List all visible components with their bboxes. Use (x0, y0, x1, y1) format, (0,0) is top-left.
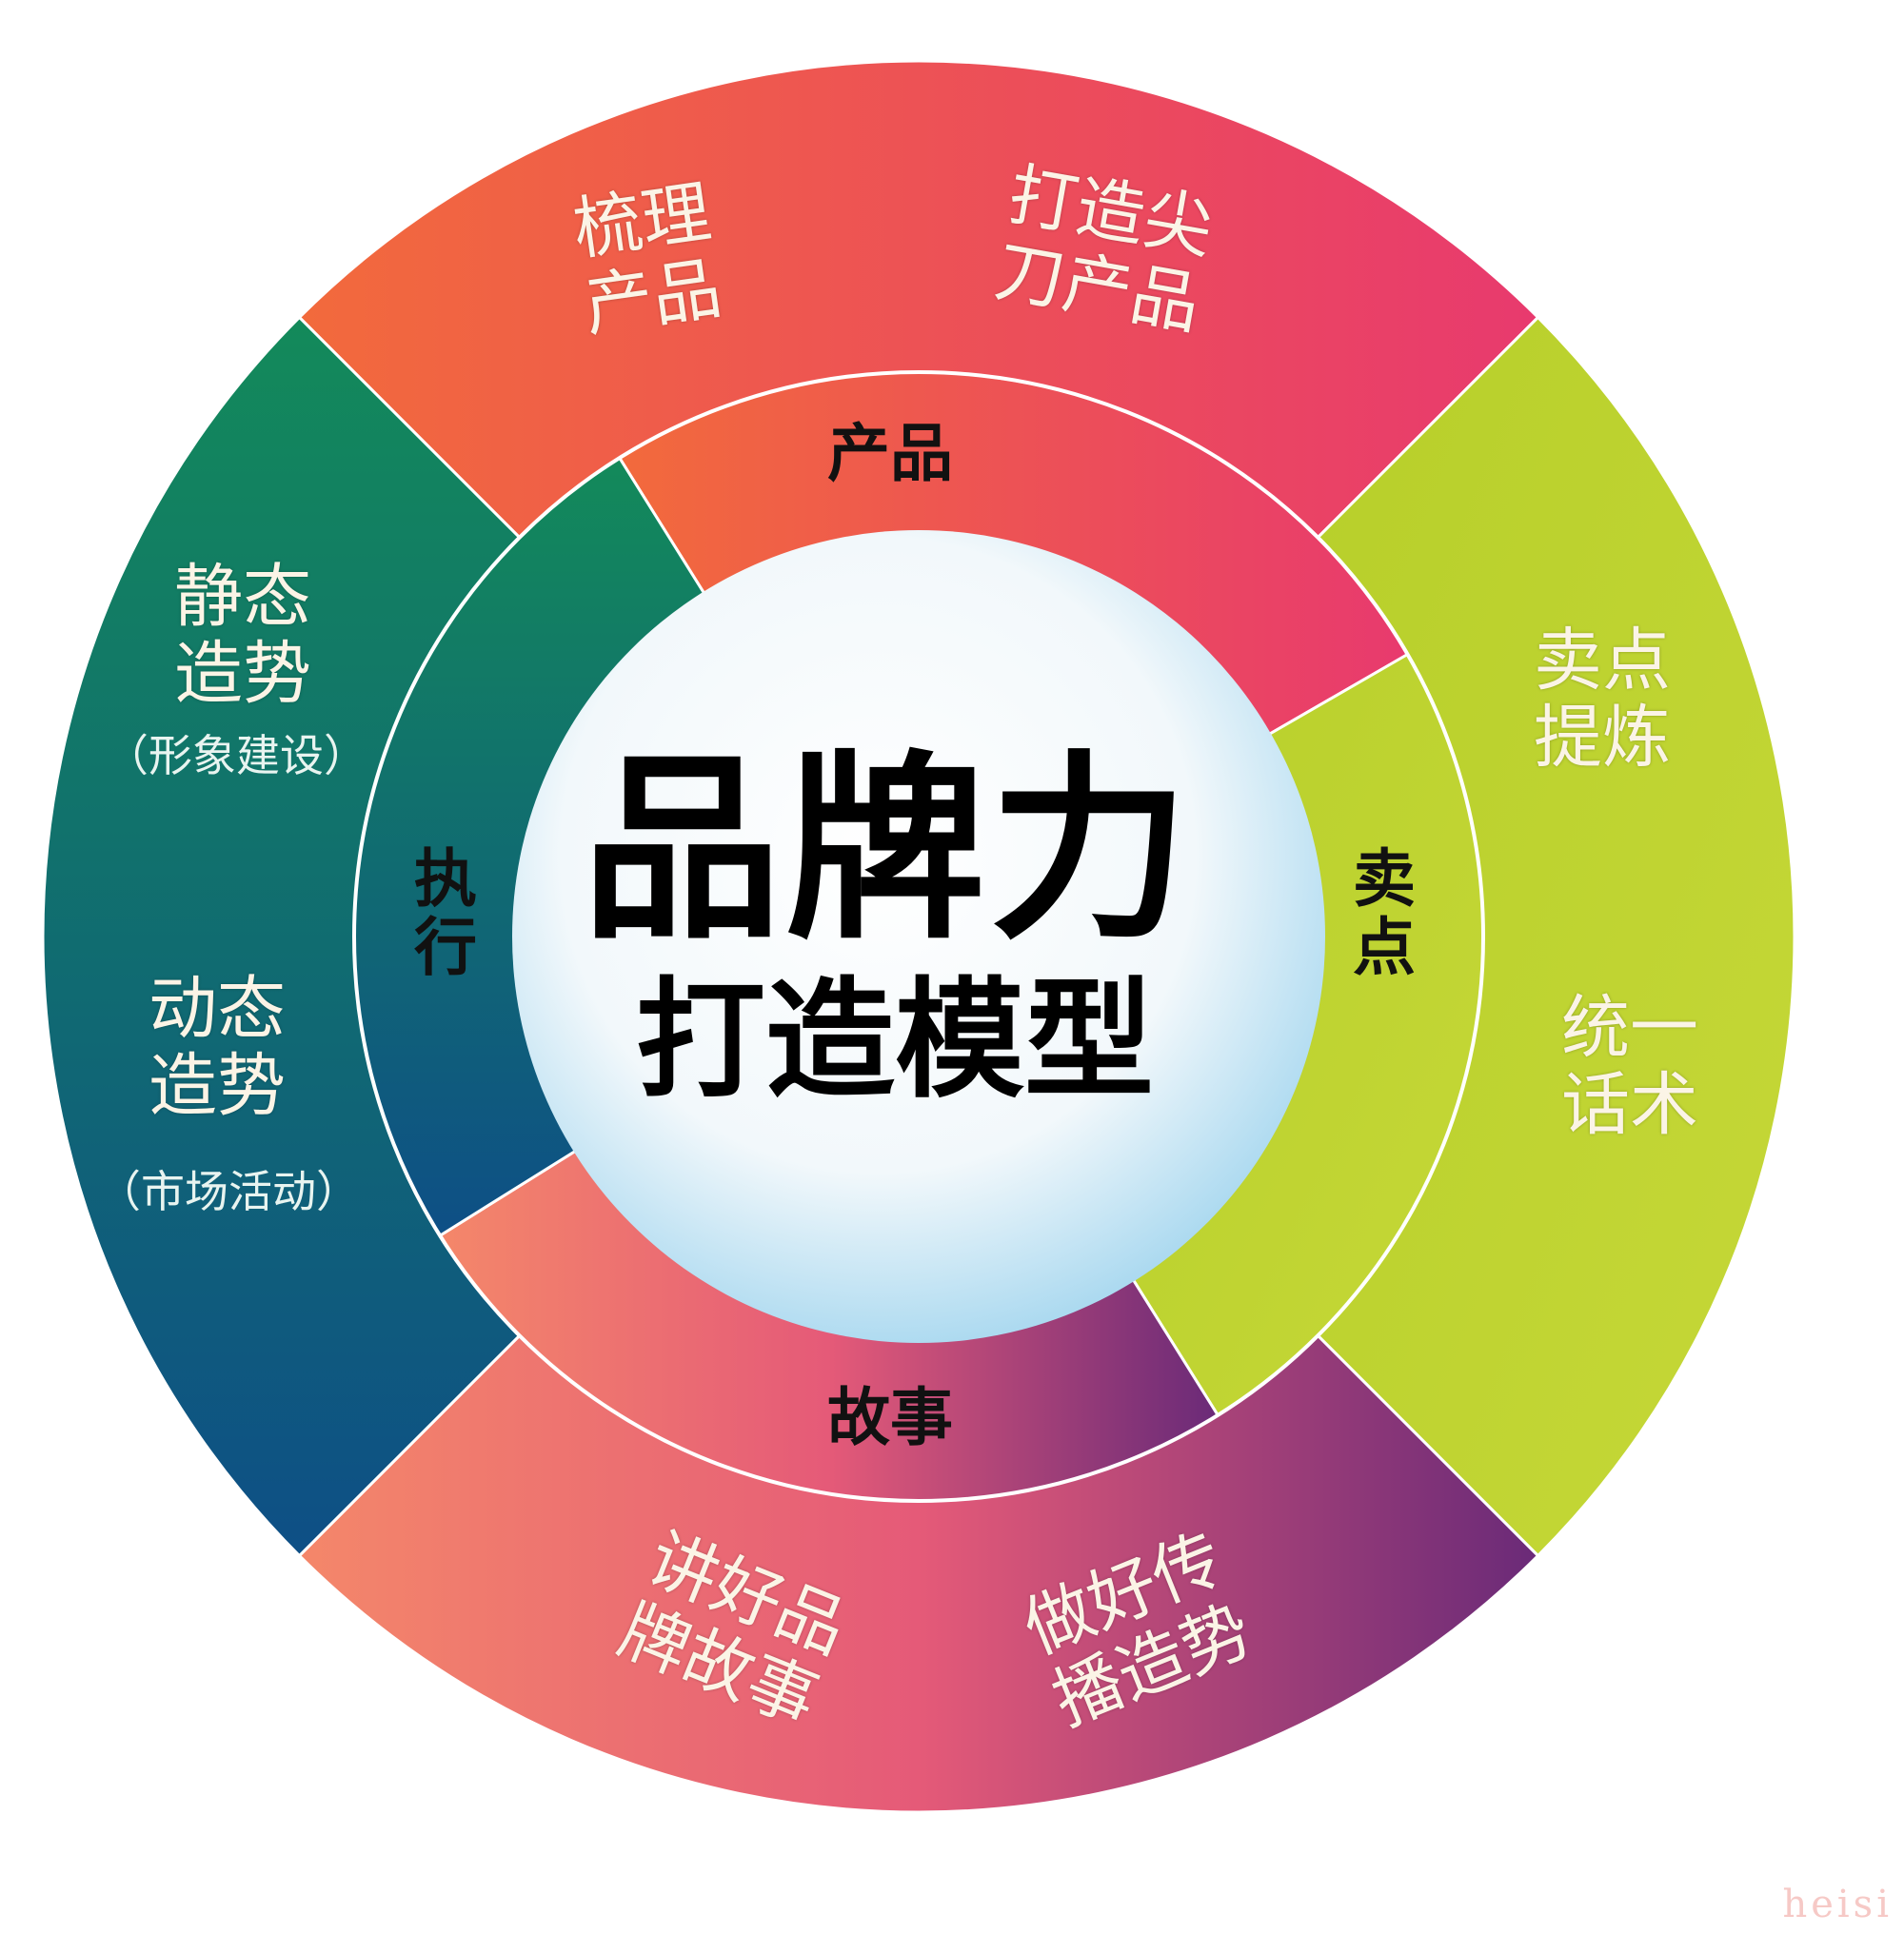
inner-label-execution: 执行 (403, 845, 477, 982)
inner-label-story: 故事 (827, 1381, 953, 1455)
outer-note-market-activity: （市场活动） (97, 1166, 360, 1218)
outer-note-image-building: （形象建设） (105, 730, 367, 782)
inner-label-product: 产品 (827, 417, 953, 491)
outer-text-sort-products: 梳理 产品 (568, 171, 726, 346)
inner-ring-outline (352, 370, 1485, 1503)
center-subtitle: 打造模型 (636, 965, 1154, 1116)
center-circle (512, 530, 1325, 1343)
watermark: heisi (1782, 1883, 1893, 1926)
outer-text-selling-point: 卖点 提炼 (1533, 620, 1672, 777)
center-title: 品牌力 (581, 733, 1194, 967)
outer-text-dynamic-momentum: 动态 造势 (148, 968, 287, 1125)
inner-label-selling-point: 卖点 (1341, 845, 1416, 982)
outer-text-unified-script: 统一 话术 (1560, 987, 1699, 1144)
outer-text-static-momentum: 静态 造势 (173, 556, 312, 713)
